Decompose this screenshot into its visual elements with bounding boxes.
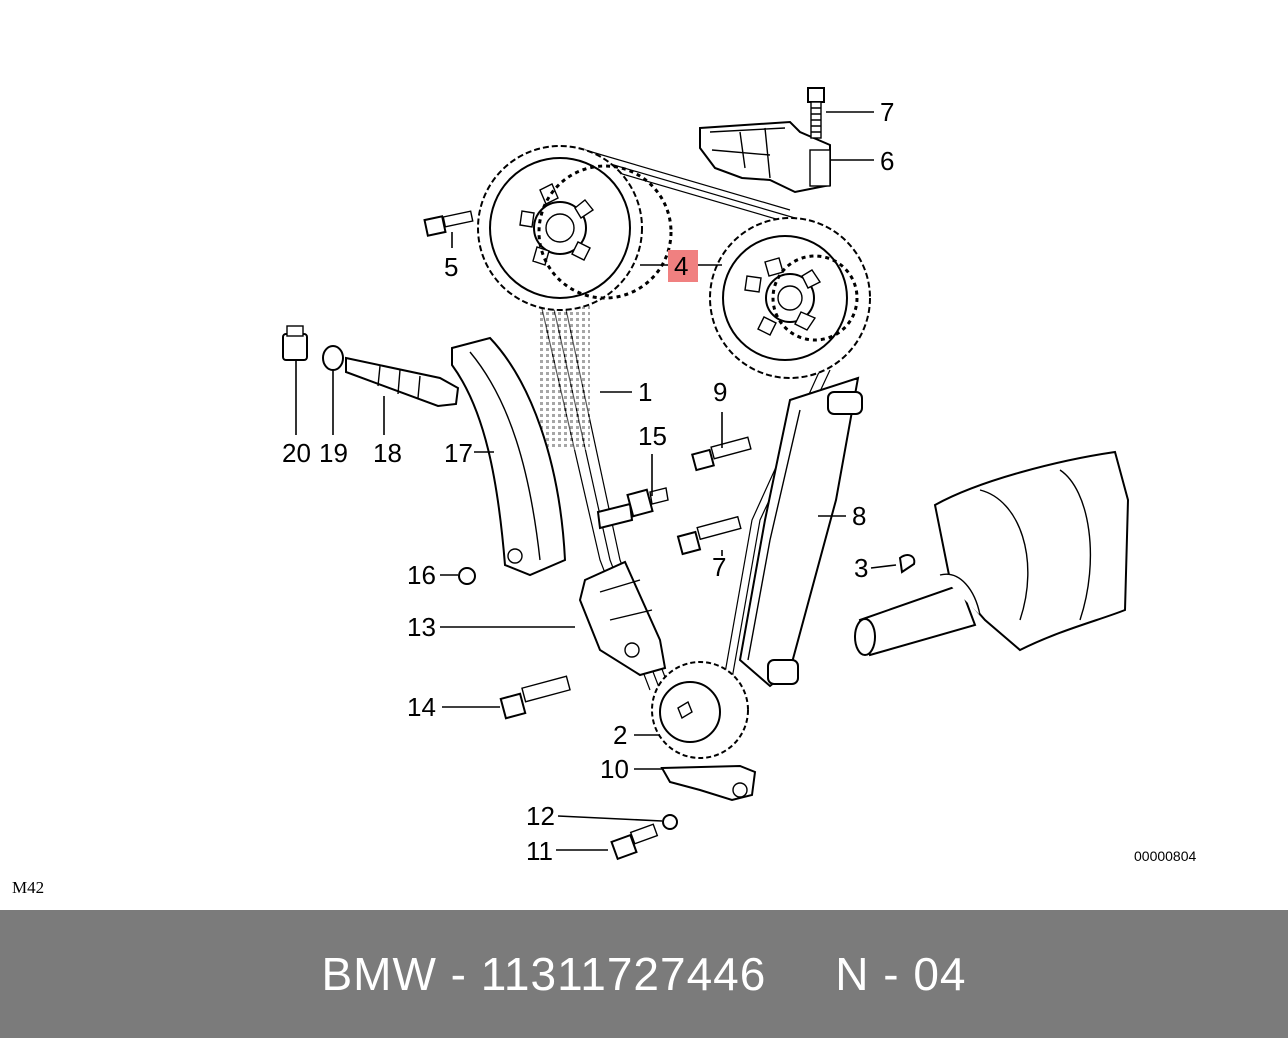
guide-rail: [738, 376, 863, 688]
callout-20: 20: [282, 438, 311, 468]
woodruff-key: [898, 554, 916, 574]
callout-18: 18: [373, 438, 402, 468]
bolt-top: [807, 87, 825, 139]
callout-1: 1: [638, 377, 652, 407]
callout-2: 2: [613, 720, 627, 750]
callout-7-top: 7: [880, 97, 894, 127]
camshaft-sprocket-intake: [477, 145, 673, 311]
callout-6: 6: [880, 146, 894, 176]
highlight-box: [668, 250, 698, 282]
nozzle-bolt: [610, 823, 659, 861]
timing-chain: [539, 149, 831, 691]
spacer-washer: [662, 814, 678, 830]
sprocket-bolt: [423, 210, 474, 237]
footer-bar: BMW - 11311727446 N - 04: [0, 910, 1288, 1038]
guide-bolt: [499, 675, 571, 720]
guide-pin-bolt: [596, 487, 669, 530]
timing-chain-diagram: 7 6 4 5 1 9 15 8 3 7 20 19 18 17 16 13 1…: [282, 87, 1130, 866]
tensioner-rail: [451, 336, 567, 577]
engine-code: M42: [12, 878, 45, 897]
callout-17: 17: [444, 438, 473, 468]
camshaft-sprocket-exhaust: [709, 217, 871, 379]
callout-5: 5: [444, 252, 458, 282]
callout-7-lower: 7: [712, 552, 726, 582]
callout-12: 12: [526, 801, 555, 831]
part-number-caption: BMW - 11311727446 N - 04: [321, 948, 967, 1000]
upper-chain-guide: [699, 120, 831, 194]
rail-bolt-lower: [676, 515, 742, 556]
parts-diagram: 7 6 4 5 1 9 15 8 3 7 20 19 18 17 16 13 1…: [12, 87, 1197, 897]
callout-labels: 7 6 4 5 1 9 15 8 3 7 20 19 18 17 16 13 1…: [282, 97, 894, 866]
callout-9: 9: [713, 377, 727, 407]
crankshaft-sprocket: [651, 661, 749, 759]
diagram-code: 00000804: [1134, 848, 1197, 864]
chain-tensioner: [282, 325, 460, 408]
callout-16: 16: [407, 560, 436, 590]
callout-8: 8: [852, 501, 866, 531]
rail-bolt-upper: [691, 436, 752, 472]
callout-3: 3: [854, 553, 868, 583]
lower-chain-guide: [578, 560, 667, 677]
callout-19: 19: [319, 438, 348, 468]
leader-lines: [295, 111, 897, 851]
callout-4: 4: [674, 251, 688, 281]
washer: [458, 567, 476, 585]
callout-15: 15: [638, 421, 667, 451]
oil-spray-nozzle: [660, 764, 757, 802]
callout-13: 13: [407, 612, 436, 642]
callout-10: 10: [600, 754, 629, 784]
callout-14: 14: [407, 692, 436, 722]
callout-11: 11: [526, 836, 553, 866]
crankshaft: [854, 450, 1130, 657]
